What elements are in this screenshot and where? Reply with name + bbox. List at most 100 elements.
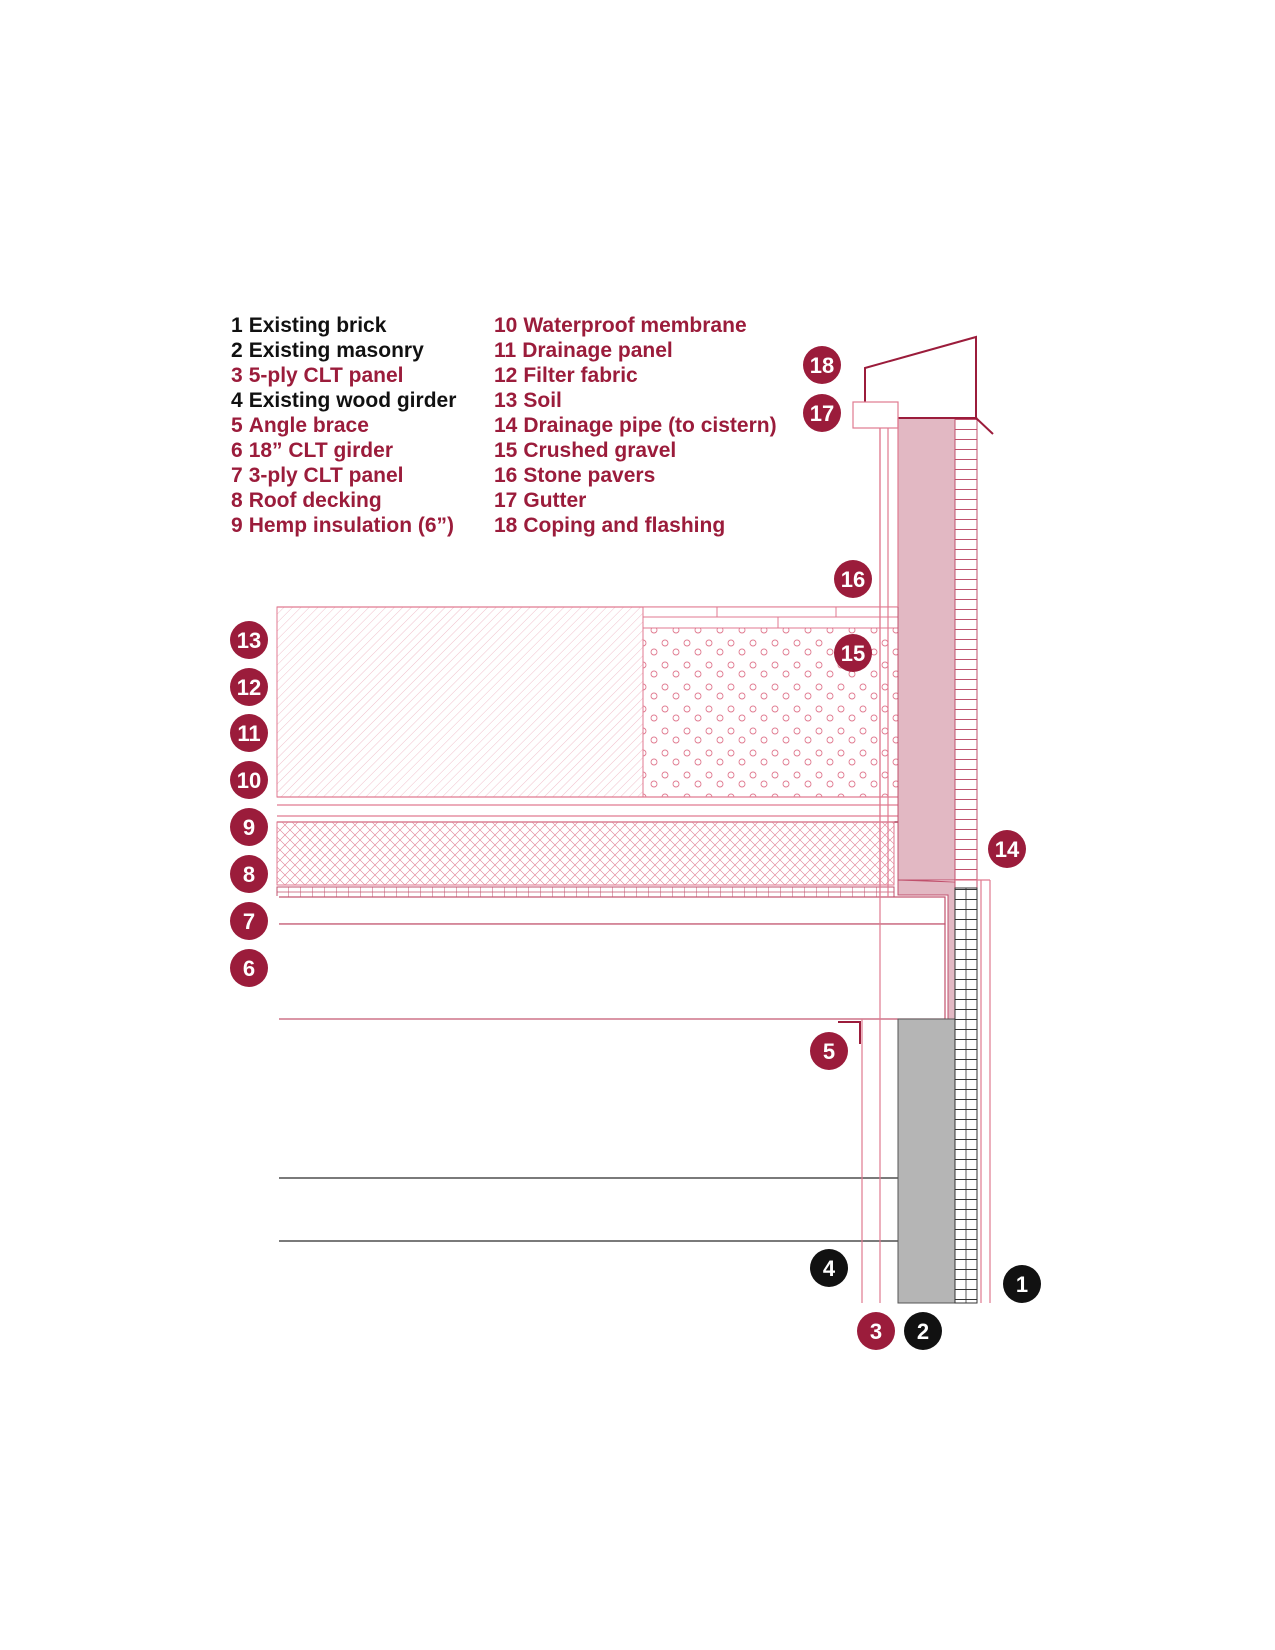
callout-circle — [230, 855, 268, 893]
callout-3: 3 — [857, 1312, 895, 1350]
five-ply-clt-wall — [861, 424, 889, 1303]
legend-label: Drainage pipe (to cistern) — [523, 414, 777, 437]
legend-label: Existing brick — [248, 314, 387, 337]
callout-circle — [230, 902, 268, 940]
legend-number: 18 — [494, 514, 518, 537]
callout-8: 8 — [230, 855, 268, 893]
callout-circle — [803, 346, 841, 384]
callout-number: 12 — [237, 675, 261, 700]
callout-number: 13 — [237, 628, 261, 653]
legend-label: Roof decking — [248, 489, 382, 512]
legend-label: 18” CLT girder — [248, 439, 393, 462]
legend-number: 6 — [231, 439, 243, 462]
legend-number: 14 — [494, 414, 518, 437]
callout-6: 6 — [230, 949, 268, 987]
legend-label: Drainage panel — [522, 339, 673, 362]
stone-pavers — [642, 606, 899, 629]
existing-masonry — [897, 1018, 956, 1304]
soil-layer — [276, 606, 644, 798]
callout-14: 14 — [988, 830, 1026, 868]
callout-12: 12 — [230, 668, 268, 706]
callout-number: 14 — [995, 837, 1020, 862]
callout-10: 10 — [230, 761, 268, 799]
legend-number: 15 — [494, 439, 518, 462]
callout-number: 18 — [810, 353, 834, 378]
legend-number: 8 — [231, 489, 243, 512]
legend-label: Existing wood girder — [248, 389, 457, 412]
hemp-insulation-layer — [276, 821, 895, 886]
legend-number: 2 — [231, 339, 243, 362]
parapet-clt — [897, 417, 956, 881]
callout-circle — [230, 621, 268, 659]
callout-number: 4 — [823, 1256, 836, 1281]
callout-7: 7 — [230, 902, 268, 940]
legend-label: Existing masonry — [248, 339, 424, 362]
drainage-pipe — [955, 879, 991, 1303]
callout-number: 15 — [841, 641, 865, 666]
green-roof-assembly — [276, 606, 899, 898]
callout-5: 5 — [810, 1032, 848, 1070]
existing-brick-upper — [954, 417, 978, 889]
callout-number: 10 — [237, 768, 261, 793]
callout-18: 18 — [803, 346, 841, 384]
callout-circle — [1003, 1265, 1041, 1303]
legend-label: Gutter — [523, 489, 587, 512]
legend-label: Waterproof membrane — [523, 314, 747, 337]
callout-number: 16 — [841, 567, 865, 592]
legend-label: Coping and flashing — [523, 514, 726, 537]
clt-roof-structure — [276, 896, 946, 1044]
legend-number: 5 — [231, 414, 243, 437]
three-ply-clt-panel — [276, 896, 946, 925]
callout-number: 2 — [917, 1319, 929, 1344]
clt-girder — [276, 923, 946, 1020]
legend-label: Soil — [523, 389, 562, 412]
legend-number: 3 — [231, 364, 243, 387]
callout-circle — [230, 668, 268, 706]
callout-16: 16 — [834, 560, 872, 598]
legend-label: Filter fabric — [523, 364, 638, 387]
callout-number: 17 — [810, 401, 834, 426]
callout-number: 6 — [243, 956, 255, 981]
callout-circle — [230, 761, 268, 799]
legend-number: 16 — [494, 464, 518, 487]
callout-number: 9 — [243, 815, 255, 840]
existing-wood-girder — [276, 1177, 945, 1242]
legend-label: Crushed gravel — [523, 439, 677, 462]
callout-11: 11 — [230, 714, 268, 752]
legend-number: 11 — [494, 339, 517, 362]
callout-circle — [230, 714, 268, 752]
callout-circle — [904, 1312, 942, 1350]
callout-circle — [834, 560, 872, 598]
callout-17: 17 — [803, 394, 841, 432]
callout-circle — [834, 634, 872, 672]
callout-number: 1 — [1016, 1272, 1028, 1297]
angle-brace — [838, 1021, 861, 1044]
callout-9: 9 — [230, 808, 268, 846]
legend-number: 12 — [494, 364, 518, 387]
callout-circle — [810, 1249, 848, 1287]
callout-circle — [857, 1312, 895, 1350]
legend-number: 9 — [231, 514, 243, 537]
legend-label: Angle brace — [248, 414, 369, 437]
callout-number: 3 — [870, 1319, 882, 1344]
legend-label: Stone pavers — [523, 464, 656, 487]
callout-15: 15 — [834, 634, 872, 672]
legend-number: 10 — [494, 314, 518, 337]
legend-label: 3-ply CLT panel — [248, 464, 404, 487]
callout-circle — [810, 1032, 848, 1070]
